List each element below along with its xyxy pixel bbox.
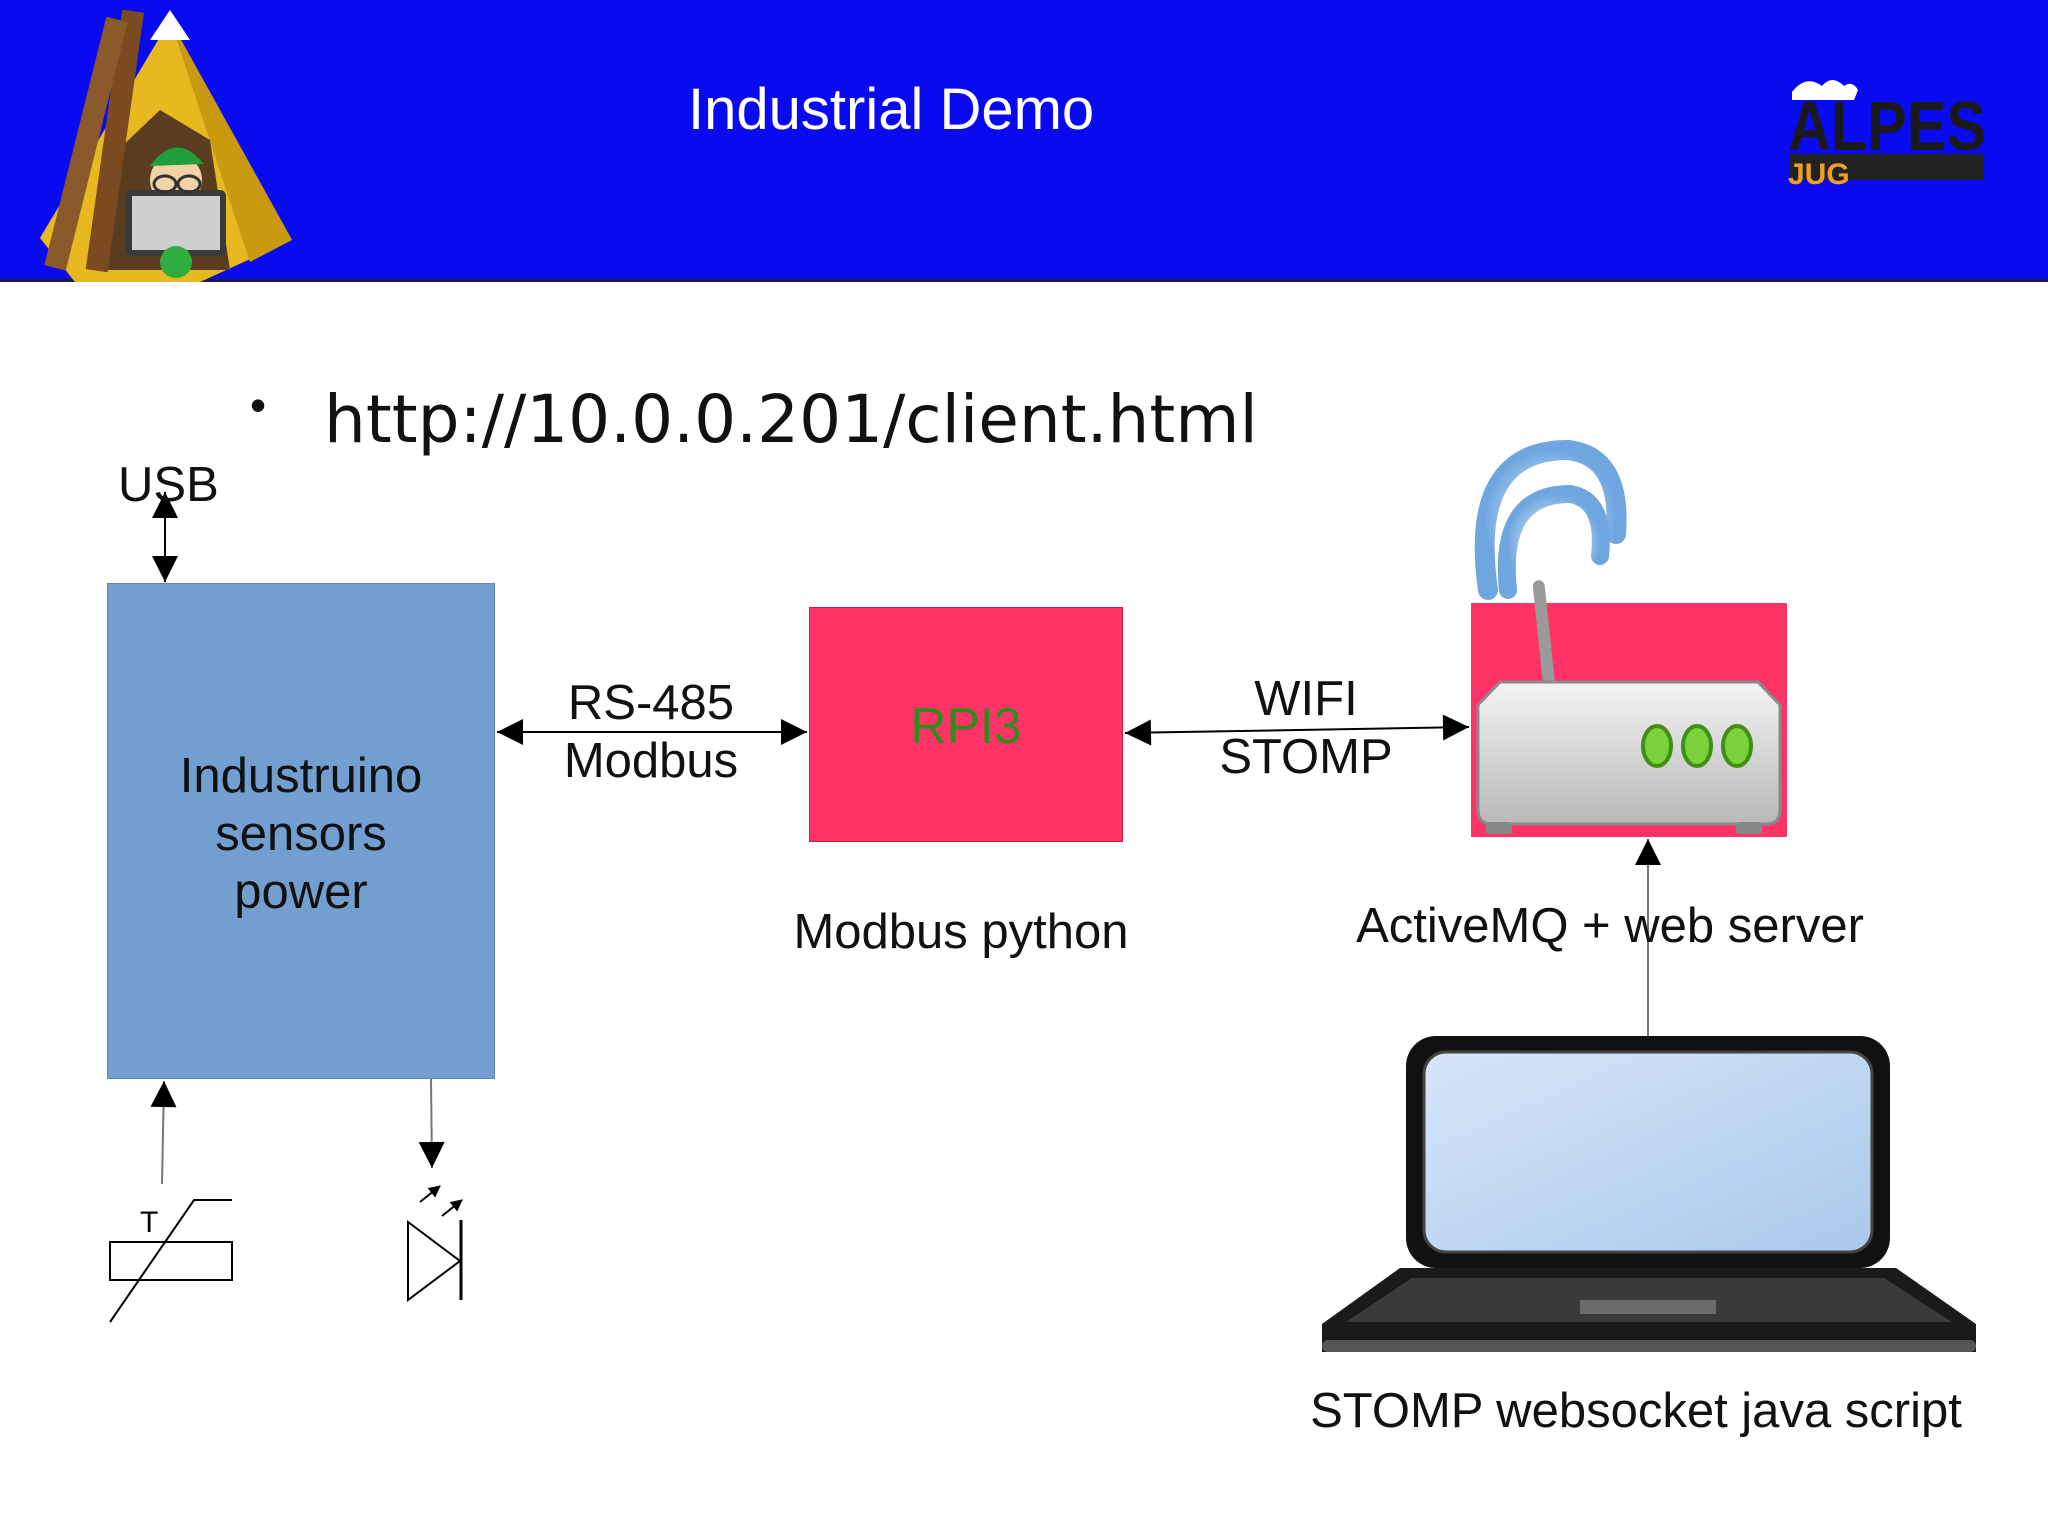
rpi3-caption: Modbus python [793, 905, 1129, 959]
header-divider [0, 279, 2048, 282]
wifi-label-line-1: WIFI [1254, 672, 1358, 726]
led-icon [407, 1185, 463, 1302]
tent-mascot-logo [40, 9, 292, 282]
thermistor-arrow [150, 1080, 177, 1185]
laptop-icon [1322, 1036, 1976, 1352]
rs485-label-line-2: Modbus [563, 734, 739, 788]
client-url: http://10.0.0.201/client.html [324, 381, 1258, 458]
alpes-jug-logo: ALPES JUG [1788, 80, 1986, 191]
bullet-marker: • [250, 379, 267, 431]
router-caption: ActiveMQ + web server [1356, 899, 1864, 953]
industruino-box: Industruino sensors power [107, 583, 495, 1079]
wifi-arrow [1124, 714, 1470, 746]
jug-logo-text: JUG [1788, 158, 1850, 191]
rs485-label-line-1: RS-485 [567, 676, 735, 730]
industruino-label-line-1: Industruino [179, 749, 423, 803]
laptop-caption: STOMP websocket java script [1310, 1384, 1962, 1438]
header-logos: ALPES JUG [40, 9, 1986, 282]
rpi3-label: RPI3 [910, 698, 1022, 754]
rpi3-box: RPI3 [809, 607, 1123, 842]
wifi-label-line-2: STOMP [1219, 730, 1393, 784]
thermistor-label: T [140, 1206, 158, 1239]
header-banner [0, 0, 2048, 282]
industruino-label-line-2: sensors [215, 807, 387, 861]
wifi-router-icon [1474, 439, 1782, 834]
led-arrow [418, 1078, 445, 1169]
thermistor-icon: T [109, 1199, 233, 1323]
industruino-label-line-3: power [234, 865, 368, 919]
page-title: Industrial Demo [688, 77, 1095, 142]
usb-label: USB [118, 458, 219, 512]
alpes-logo-text: ALPES [1788, 87, 1986, 165]
